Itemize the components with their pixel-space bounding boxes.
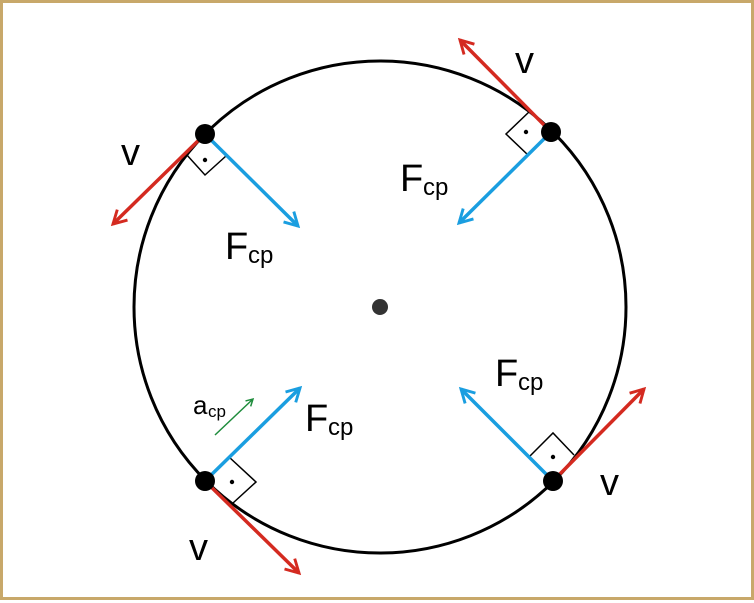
velocity-label: v (121, 132, 140, 174)
acceleration-arrow (214, 399, 253, 436)
velocity-label: v (600, 462, 619, 504)
velocity-arrow (460, 40, 553, 134)
force-label: F (495, 353, 518, 395)
velocity-arrow (551, 389, 644, 483)
moving-body (195, 471, 215, 491)
force-label-sub: cp (328, 414, 353, 441)
body-top-right: v F cp (400, 40, 561, 223)
velocity-label: v (515, 40, 534, 82)
moving-body (195, 124, 215, 144)
acceleration-label-sub: cp (208, 402, 226, 421)
right-angle-marker (504, 110, 531, 156)
force-label: F (305, 398, 328, 440)
orbit-circle (132, 59, 628, 555)
right-angle-marker (228, 456, 258, 504)
force-arrow (203, 388, 300, 483)
right-angle-dot (202, 157, 208, 163)
force-label-sub: cp (518, 369, 543, 396)
right-angle-dot (229, 479, 235, 485)
circular-motion-diagram: v F cp v F cp v F cp a cp v F cp (3, 3, 754, 603)
body-bottom-left: v F cp a cp (189, 388, 353, 573)
force-arrow (459, 130, 553, 223)
body-top-left: v F cp (113, 124, 298, 269)
moving-body (543, 471, 563, 491)
right-angle-dot (550, 454, 556, 460)
force-arrow (203, 132, 298, 226)
right-angle-dot (523, 129, 529, 135)
center-point (372, 299, 388, 315)
acceleration-label: a (193, 390, 208, 420)
body-bottom-right: v F cp (461, 353, 644, 504)
velocity-arrow (203, 479, 299, 573)
velocity-label: v (189, 527, 208, 569)
right-angle-marker (529, 431, 575, 457)
force-label-sub: cp (248, 242, 273, 269)
right-angle-marker (185, 153, 227, 177)
force-label: F (225, 226, 248, 268)
velocity-arrow (113, 132, 207, 224)
moving-body (541, 122, 561, 142)
force-label: F (400, 158, 423, 200)
force-label-sub: cp (423, 174, 448, 201)
force-arrow (461, 389, 555, 483)
